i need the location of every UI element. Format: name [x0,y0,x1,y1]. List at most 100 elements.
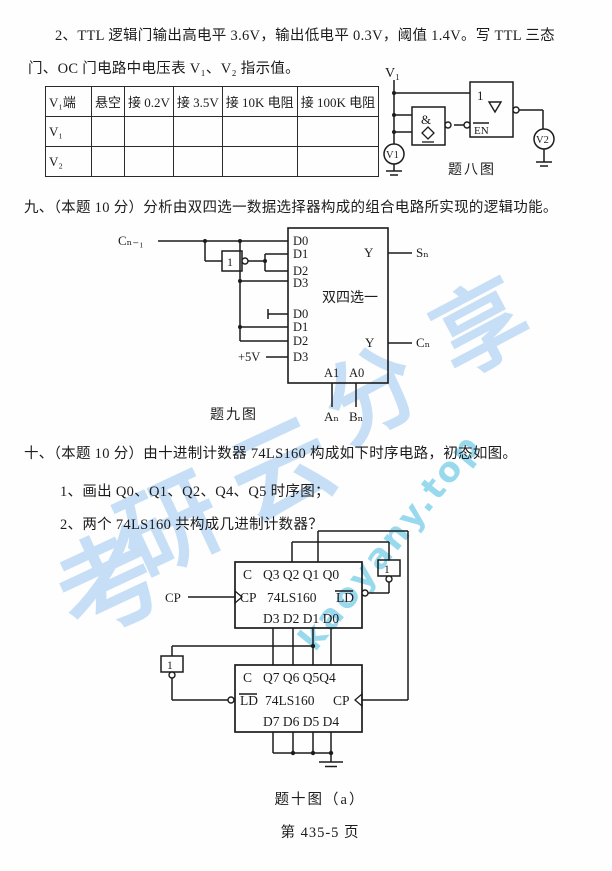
oc-diamond-icon [421,126,435,140]
q-outputs-label: Q3 Q2 Q1 Q0 [263,567,339,582]
counter1-labels: C Q3 Q2 Q1 Q0 CP 74LS160 LD D3 D2 D1 D0 [240,567,354,626]
mux-label: 双四选一 [322,290,378,306]
table-header-cell: 接 3.5V [172,86,223,117]
page-number: 第 435-5 页 [280,825,360,841]
v2-meter-label: V2 [536,135,549,146]
chip-label: 74LS160 [267,590,317,605]
fig8-junctions [392,91,396,134]
y-lower-label: Y [365,335,375,350]
tristate-triangle-icon [487,101,503,114]
cp-label: CP [333,693,350,708]
y-upper-label: Y [364,245,374,260]
fig9-junctions [203,239,267,329]
ld1-bubble [361,589,369,597]
vcc-label: +5V [238,350,260,364]
inverter-bubble [241,257,249,265]
c-label: C [243,567,252,582]
table-header-cell: 悬空 [90,86,126,117]
mux-box [287,227,389,384]
fig10-bubbles [168,575,393,704]
empty-cell [172,116,223,147]
fig9-caption: 题九图 [210,407,258,423]
empty-cell [172,146,223,177]
empty-cell [221,116,298,147]
question10-item2: 2、两个 74LS160 共构成几进制计数器？ [60,517,324,533]
table-header-cell: 接 10K 电阻 [221,86,298,117]
empty-cell [124,146,174,177]
inverter2-bubble [168,671,176,679]
fig8-circuit: V₁ & 1 EN V1 V2 题八图 [383,66,555,178]
pin-label: D0 [293,307,308,321]
en-label: EN [474,125,489,137]
ld-label: LD [240,693,258,708]
bn-label: Bₙ [349,409,363,424]
v1-meter-label: V1 [386,150,399,161]
oc-output-bubble [444,121,452,129]
table-header-cell: 接 0.2V [124,86,174,117]
inverter1-label: 1 [384,564,390,576]
cp-input-label: CP [165,590,181,605]
empty-cell [221,146,298,177]
fig9-wires [158,240,412,407]
pin-label: D0 [293,234,308,248]
table-header-row: V₁端 悬空 接 0.2V 接 3.5V 接 10K 电阻 接 100K 电阻 [45,86,380,117]
empty-cell [296,146,380,177]
counter2-labels: C Q7 Q6 Q5Q4 LD 74LS160 CP D7 D6 D5 D4 [240,670,350,729]
tristate-label: 1 [477,88,484,103]
inverter1-bubble [385,575,393,583]
pin-label: D2 [293,264,308,278]
question9-text: 九、（本题 10 分）分析由双四选一数据选择器构成的组合电路所实现的逻辑功能。 [24,200,558,216]
pin-label: D2 [293,334,308,348]
fig8-caption: 题八图 [448,163,496,178]
fig9-circuit: Cₙ₋₁ 1 D0 D1 D2 D3 双四选一 D0 D1 D2 D3 Y Y … [118,227,430,424]
ld2-bubble [227,696,235,704]
en-input-bubble [463,121,471,129]
tristate-output-bubble [512,106,520,114]
ld-label: LD [336,590,354,605]
cn-label: Cₙ [416,335,430,350]
cp1-clock-triangle [234,589,243,605]
c-label: C [243,670,252,685]
pin-label: D1 [293,247,308,261]
table-row: V₂ [45,146,380,177]
voltage-table: V₁端 悬空 接 0.2V 接 3.5V 接 10K 电阻 接 100K 电阻 … [45,86,380,177]
inverter2-label: 1 [167,660,173,672]
and-gate-label: & [421,112,431,127]
d-inputs-label: D3 D2 D1 D0 [263,611,339,626]
a0-label: A0 [349,366,364,380]
fig10-caption: 题十图（a） [274,792,366,808]
table-header-cell: V₁端 [45,86,92,117]
row-label: V₂ [45,146,92,177]
an-label: Aₙ [324,409,339,424]
v1-terminal-label: V₁ [385,66,400,81]
chip-label2: 74LS160 [265,693,315,708]
table-row: V₁ [45,116,380,147]
d-inputs-label: D7 D6 D5 D4 [263,714,339,729]
table-header-cell: 接 100K 电阻 [296,86,380,117]
fig10-junctions [290,643,334,756]
mux-lower-pins: D0 D1 D2 D3 [293,307,308,364]
empty-cell [90,146,126,177]
cp2-clock-triangle [354,692,363,708]
cp-label: CP [240,590,257,605]
question2-line2: 门、OC 门电路中电压表 V₁、V₂ 指示值。 [28,61,300,77]
pin-label: D3 [293,350,308,364]
cn-prev-label: Cₙ₋₁ [118,233,144,248]
a1-label: A1 [324,366,339,380]
empty-cell [124,116,174,147]
fig10-wires [160,530,409,768]
fig8-bubbles [444,106,520,129]
pin-label: D1 [293,320,308,334]
fig10-circuit: CP 1 1 C Q3 Q2 Q1 Q0 CP 74LS160 LD D3 D2… [160,530,409,768]
question10-text: 十、（本题 10 分）由十进制计数器 74LS160 构成如下时序电路，初态如图… [24,446,518,462]
q-outputs-label: Q7 Q6 Q5Q4 [263,670,336,685]
question2-line1: 2、TTL 逻辑门输出高电平 3.6V，输出低电平 0.3V，阈值 1.4V。写… [55,28,555,44]
row-label: V₁ [45,116,92,147]
pin-label: D3 [293,276,308,290]
inverter-label: 1 [227,255,233,269]
empty-cell [90,116,126,147]
mux-upper-pins: D0 D1 D2 D3 [293,234,308,290]
sn-label: Sₙ [416,245,429,260]
question10-item1: 1、画出 Q0、Q1、Q2、Q4、Q5 时序图； [60,484,330,500]
